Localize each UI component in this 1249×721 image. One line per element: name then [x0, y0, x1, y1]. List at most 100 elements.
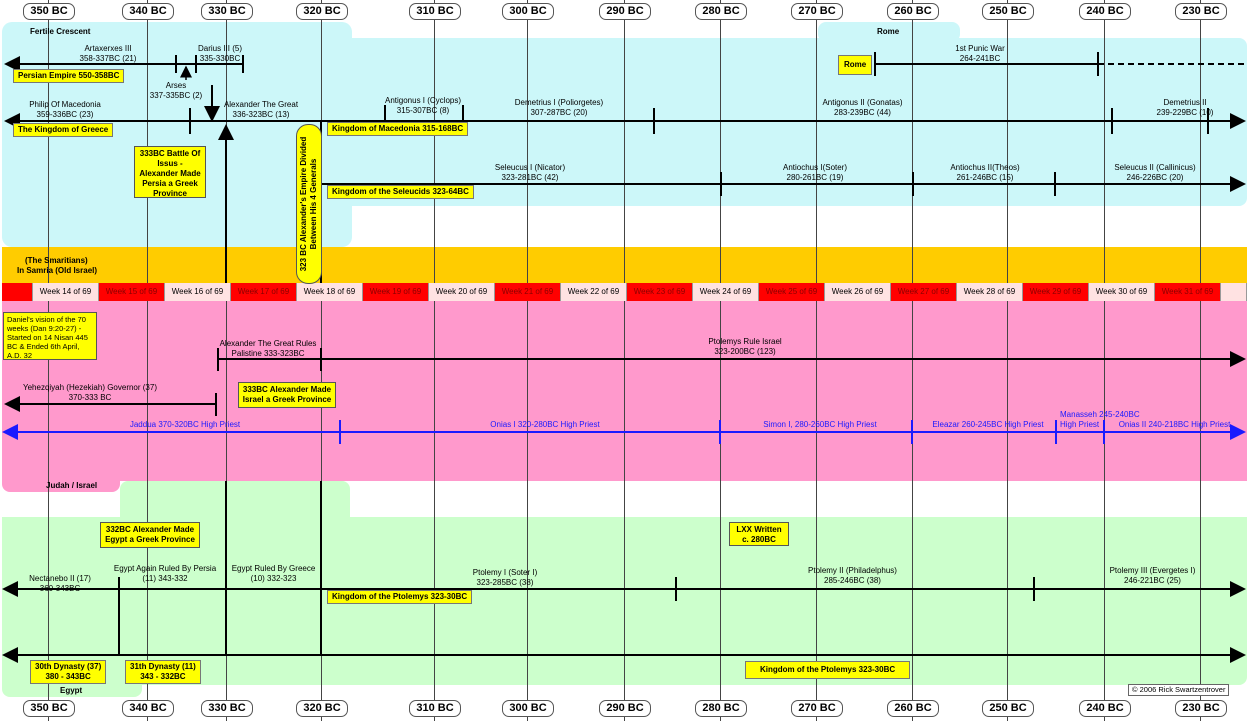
- year-gridline: [226, 0, 227, 721]
- tag-kingdom-of-greece: The Kingdom of Greece: [13, 123, 114, 137]
- year-gridline: [527, 0, 528, 721]
- year-label: 250 BC: [982, 700, 1034, 717]
- tag-persian-empire: Persian Empire 550-358BC: [13, 69, 125, 83]
- ruler-antiochus-2: Antiochus II(Theos)261-246BC (15): [950, 163, 1020, 182]
- year-label: 240 BC: [1079, 3, 1131, 20]
- week-cell: Week 29 of 69: [1023, 283, 1089, 301]
- year-gridline: [912, 0, 913, 721]
- priest-simon-1: Simon I, 280-260BC High Priest: [763, 420, 877, 429]
- year-gridline: [1007, 0, 1008, 721]
- tag-kingdom-of-seleucids: Kingdom of the Seleucids 323-64BC: [327, 185, 474, 199]
- egypt-ruled-by-persia: Egypt Again Ruled By Persia(11) 343-332: [113, 564, 217, 583]
- samria-label-2: In Samria (Old Israel): [17, 266, 98, 275]
- week-cell: Week 23 of 69: [627, 283, 693, 301]
- tag-rome: Rome: [838, 55, 873, 75]
- year-label: 280 BC: [695, 3, 747, 20]
- year-label: 330 BC: [201, 700, 253, 717]
- rome-region: [818, 22, 960, 42]
- week-cell: Week 22 of 69: [561, 283, 627, 301]
- week-cell: Week 28 of 69: [957, 283, 1023, 301]
- priest-eleazar: Eleazar 260-245BC High Priest: [932, 420, 1044, 429]
- callout-israel-greek-province: 333BC Alexander Made Israel a Greek Prov…: [238, 382, 336, 408]
- ruler-ptolemy-1: Ptolemy I (Soter I)323-285BC (38): [472, 568, 538, 587]
- ruler-seleucus-1: Seleucus I (Nicator)323-281BC (42): [494, 163, 566, 182]
- ruler-antigonus-2: Antigonus II (Gonatas)283-239BC (44): [822, 98, 903, 117]
- year-gridline: [434, 0, 435, 721]
- callout-empire-divided: 323 BC Alexander's Empire Divided Betwee…: [296, 124, 322, 284]
- year-label: 300 BC: [502, 3, 554, 20]
- week-cell: Week 31 of 69: [1155, 283, 1221, 301]
- callout-battle-of-issus: 333BC Battle Of Issus - Alexander Made P…: [134, 146, 206, 198]
- callout-egypt-greek-province: 332BC Alexander Made Egypt a Greek Provi…: [100, 522, 200, 548]
- tag-kingdom-of-ptolemys-1: Kingdom of the Ptolemys 323-30BC: [327, 590, 473, 604]
- week-cell: Week 26 of 69: [825, 283, 891, 301]
- week-cell: [1221, 283, 1247, 301]
- year-label: 340 BC: [122, 3, 174, 20]
- year-label: 310 BC: [409, 700, 461, 717]
- week-cell: Week 14 of 69: [33, 283, 99, 301]
- week-cell: Week 20 of 69: [429, 283, 495, 301]
- year-gridline: [720, 0, 721, 721]
- year-label: 310 BC: [409, 3, 461, 20]
- year-gridline: [1104, 0, 1105, 721]
- year-label: 270 BC: [791, 3, 843, 20]
- week-cell: [2, 283, 33, 301]
- ruler-seleucus-2: Seleucus II (Callinicus)246-226BC (20): [1114, 163, 1196, 182]
- tag-31th-dynasty: 31th Dynasty (11)343 - 332BC: [125, 660, 201, 684]
- egypt-ruled-by-greece: Egypt Ruled By Greece(10) 332-323: [231, 564, 316, 583]
- judah-label: Judah / Israel: [46, 481, 98, 490]
- year-label: 340 BC: [122, 700, 174, 717]
- callout-lxx-written: LXX Written c. 280BC: [729, 522, 789, 546]
- year-label: 320 BC: [296, 3, 348, 20]
- week-cell: Week 30 of 69: [1089, 283, 1155, 301]
- priest-jaddua: Jaddua 370-320BC High Priest: [129, 420, 241, 429]
- year-gridline: [816, 0, 817, 721]
- year-label: 280 BC: [695, 700, 747, 717]
- callout-daniel-70-weeks: Daniel's vision of the 70 weeks (Dan 9:2…: [3, 312, 97, 360]
- year-label: 350 BC: [23, 700, 75, 717]
- year-label: 290 BC: [599, 700, 651, 717]
- priest-onias-2: Onias II 240-218BC High Priest: [1118, 420, 1231, 429]
- year-label: 350 BC: [23, 3, 75, 20]
- samria-label-1: (The Smaritians): [25, 256, 88, 265]
- year-gridline: [624, 0, 625, 721]
- rome-label: Rome: [877, 27, 900, 36]
- week-cell: Week 21 of 69: [495, 283, 561, 301]
- judah-region-tab: [2, 470, 120, 492]
- egypt-label: Egypt: [60, 686, 83, 695]
- year-label: 250 BC: [982, 3, 1034, 20]
- year-label: 230 BC: [1175, 3, 1227, 20]
- week-cell: Week 27 of 69: [891, 283, 957, 301]
- week-cell: Week 15 of 69: [99, 283, 165, 301]
- year-label: 270 BC: [791, 700, 843, 717]
- year-label: 260 BC: [887, 700, 939, 717]
- ruler-demetrius-1: Demetrius I (Poliorgetes)307-287BC (20): [514, 98, 604, 117]
- year-label: 290 BC: [599, 3, 651, 20]
- tag-kingdom-of-macedonia: Kingdom of Macedonia 315-168BC: [327, 122, 469, 136]
- year-label: 330 BC: [201, 3, 253, 20]
- fertile-crescent-label: Fertile Crescent: [30, 27, 91, 36]
- egypt-region-tab: [2, 685, 142, 697]
- week-cell: Week 19 of 69: [363, 283, 429, 301]
- week-cell: Week 17 of 69: [231, 283, 297, 301]
- tag-kingdom-of-ptolemys-2: Kingdom of the Ptolemys 323-30BC: [745, 661, 911, 679]
- ruler-nectanebo: Nectanebo II (17)360-343BC: [29, 574, 91, 593]
- ruler-hezekiah: Yehezqiyah (Hezekiah) Governor (37)370-3…: [23, 383, 157, 402]
- priest-onias-1: Onias I 320-280BC High Priest: [490, 420, 600, 429]
- tag-30th-dynasty: 30th Dynasty (37)380 - 343BC: [30, 660, 107, 684]
- year-gridline: [48, 0, 49, 721]
- copyright-notice: © 2006 Rick Swartzentrover: [1128, 684, 1230, 696]
- ruler-antiochus-1: Antiochus I(Soter)280-261BC (19): [782, 163, 848, 182]
- ruler-darius: Darius III (5)335-330BC: [197, 44, 242, 63]
- year-gridline: [1200, 0, 1201, 721]
